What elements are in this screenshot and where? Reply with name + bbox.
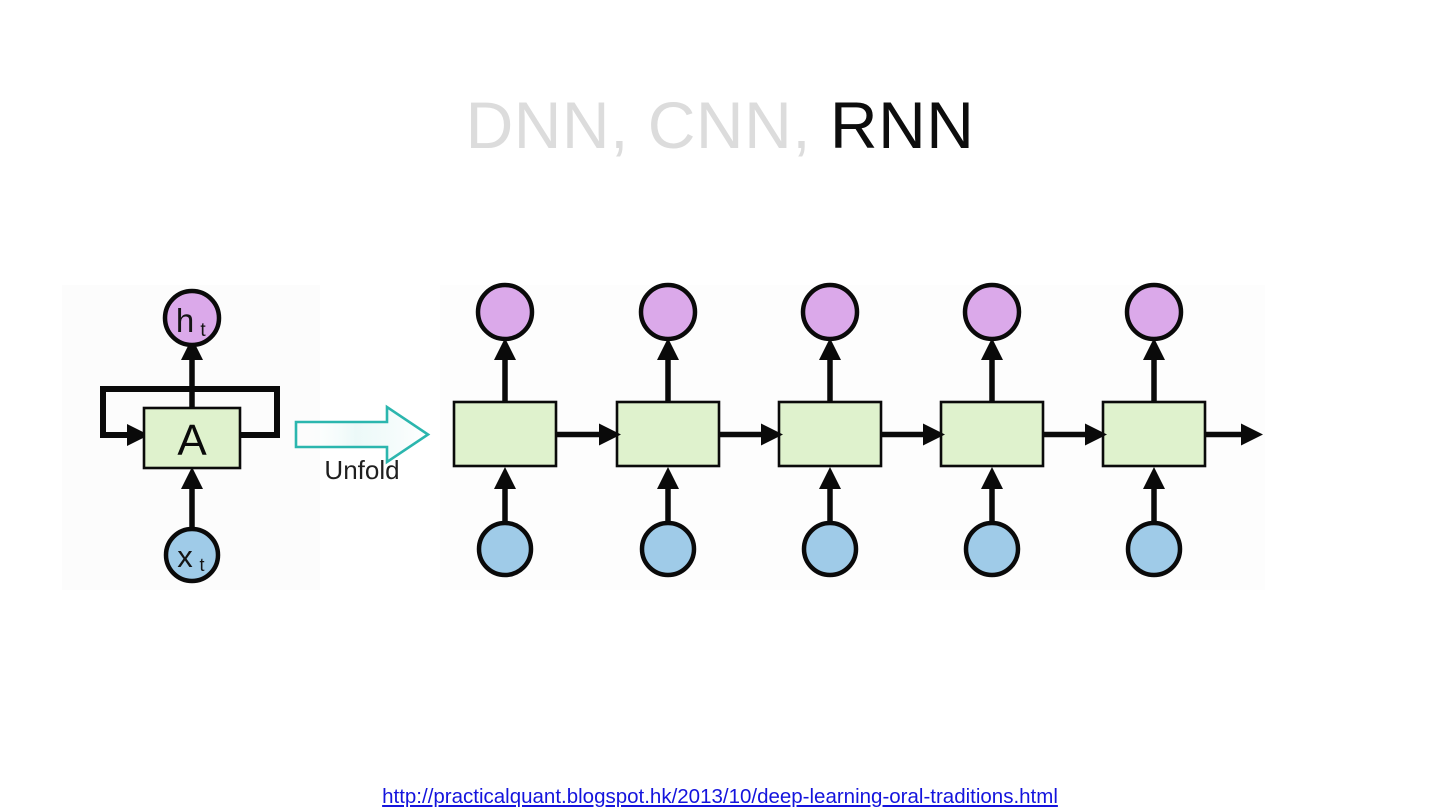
trailing-connector-arrowhead (1241, 423, 1263, 446)
step-3-cell-box (777, 400, 883, 468)
folded-input-node (163, 526, 221, 584)
folded-output-node (162, 288, 222, 348)
step-2-input-node (639, 520, 697, 578)
step-2-output-node (638, 282, 698, 342)
hidden-state-connectors (556, 423, 1263, 446)
unfold-label: Unfold (324, 455, 399, 485)
step-4-input-node (963, 520, 1021, 578)
folded-cell-label: A (177, 416, 207, 465)
folded-input-subscript: t (199, 555, 204, 575)
step-2-cell-box (615, 400, 721, 468)
recurrent-loop-arrowhead (127, 424, 149, 446)
folded-output-subscript: t (200, 320, 206, 341)
page-title: DNN, CNN, RNN (0, 84, 1440, 166)
folded-rnn-group: A h t x t (100, 288, 280, 584)
unrolled-step-4 (939, 282, 1045, 578)
step-4-cell-box (939, 400, 1045, 468)
connector-4-5-arrowhead (1085, 423, 1107, 446)
source-link[interactable]: http://practicalquant.blogspot.hk/2013/1… (0, 784, 1440, 810)
folded-cell-box (142, 406, 242, 470)
folded-output-label: h (176, 302, 194, 339)
folded-input-label: x (177, 539, 193, 574)
step-3-output-node (800, 282, 860, 342)
step-3-input-arrowhead (819, 467, 841, 489)
step-2-output-arrowhead (657, 338, 679, 360)
step-4-output-arrowhead (981, 338, 1003, 360)
step-1-input-node (476, 520, 534, 578)
input-to-cell-arrowhead (181, 467, 203, 489)
step-5-output-arrowhead (1143, 338, 1165, 360)
unfold-arrow-group: Unfold (294, 404, 431, 485)
page-title-highlight-part: RNN (829, 88, 975, 162)
step-5-input-node (1125, 520, 1183, 578)
source-link-anchor[interactable]: http://practicalquant.blogspot.hk/2013/1… (382, 785, 1058, 808)
unrolled-step-2 (615, 282, 721, 578)
step-1-output-arrowhead (494, 338, 516, 360)
step-5-output-node (1124, 282, 1184, 342)
unrolled-rnn-group (452, 282, 1263, 578)
unrolled-step-3 (777, 282, 883, 578)
step-4-input-arrowhead (981, 467, 1003, 489)
cell-to-output-arrowhead (181, 338, 203, 360)
connector-2-3-arrowhead (761, 423, 783, 446)
connector-1-2-arrowhead (599, 423, 621, 446)
step-3-output-arrowhead (819, 338, 841, 360)
unfold-block-arrow (294, 404, 431, 465)
step-5-input-arrowhead (1143, 467, 1165, 489)
step-1-cell-box (452, 400, 558, 468)
step-2-input-arrowhead (657, 467, 679, 489)
unrolled-step-1 (452, 282, 558, 578)
step-1-output-node (475, 282, 535, 342)
connector-3-4-arrowhead (923, 423, 945, 446)
step-4-output-node (962, 282, 1022, 342)
step-1-input-arrowhead (494, 467, 516, 489)
page-title-dim-part: DNN, CNN, (465, 88, 830, 162)
step-3-input-node (801, 520, 859, 578)
unrolled-step-5 (1101, 282, 1207, 578)
step-5-cell-box (1101, 400, 1207, 468)
